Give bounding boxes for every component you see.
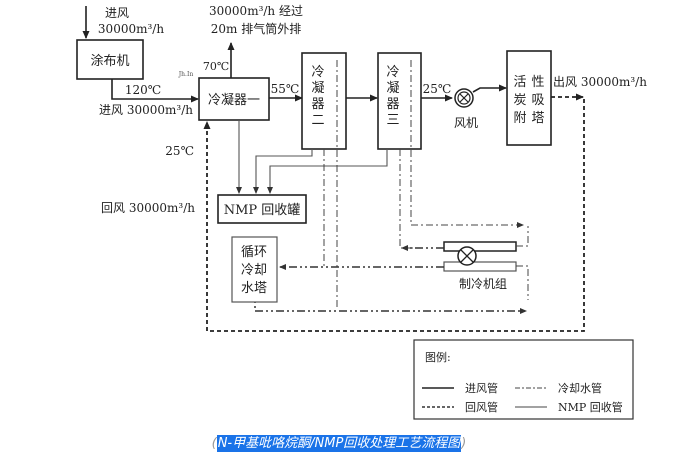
condenser3-char: 冷 [386,65,399,80]
inlet-top-label-1: 进风 [105,6,129,20]
chiller-supply-riser [516,226,529,247]
legend-label: 冷却水管 [558,381,602,395]
cooling-tower-line: 循环 [241,245,267,260]
temp-25-return-label: 25℃ [165,144,194,158]
chiller-label: 制冷机组 [459,277,507,291]
carbon-tower-char: 吸 [531,93,544,108]
figure-caption: (N-甲基吡咯烷酮/NMP回收处理工艺流程图) [0,432,678,452]
carbon-tower-char: 炭 [513,93,526,108]
coater-node: 涂布机 [76,39,144,80]
temp-55-label: 55℃ [271,82,300,96]
cooling-line-c3-b [410,60,524,228]
nmp-line-condenser2 [253,149,313,194]
condenser2-char: 凝 [311,80,324,96]
carbon-tower-char: 性 [531,75,544,90]
condenser2-char: 器 [311,97,324,112]
exhaust-label-2: 20m 排气筒外排 [211,21,301,36]
temp-70-label: 70℃ [203,60,229,73]
inlet-top-label-2: 30000m³/h [98,22,164,36]
condenser2-node: 冷 凝 器 二 [301,52,347,150]
condenser2-char: 二 [311,113,324,128]
tower-to-chiller-pipe [254,290,527,314]
caption-open-paren: ( [211,436,217,451]
coater-label: 涂布机 [90,53,129,69]
legend-label: NMP 回收管 [558,400,623,414]
legend-label: 回风管 [465,400,498,414]
legend-label: 进风管 [465,381,498,395]
condenser3-char: 凝 [386,80,399,96]
condenser3-node: 冷 凝 器 三 [377,52,422,150]
legend: 图例: 进风管 冷却水管 回风管 NMP 回收管 [413,339,634,420]
condenser2-char: 冷 [311,65,324,80]
carbon-tower-char: 活 [513,75,526,90]
carbon-tower-node: 活 性 炭 吸 附 塔 [506,50,552,146]
cooling-tower-line: 冷却 [241,263,267,278]
cooling-tower-node: 循环 冷却 水塔 [231,236,278,303]
carbon-tower-char: 塔 [531,111,544,126]
condenser1-label: 冷凝器一 [208,92,260,108]
carbon-tower-char: 附 [513,111,526,126]
nmp-tank-label: NMP 回收罐 [224,203,301,218]
outlet-label: 出风 30000m³/h [553,75,647,89]
return-air-pipe [203,99,585,332]
fan-icon [454,88,474,108]
chiller-node [443,241,517,272]
cooling-tower-line: 水塔 [241,281,267,296]
coater-to-condenser1-pipe [111,79,199,103]
nmp-line-condenser3 [267,149,388,194]
chiller-return-riser [516,265,529,300]
inlet-mid-label: 进风 30000m³/h [99,103,193,117]
condenser1-node: 冷凝器一 [198,77,270,121]
return-air-label: 回风 30000m³/h [101,201,195,215]
fan-label: 风机 [454,116,478,130]
condenser3-char: 三 [386,113,399,128]
exhaust-label-1: 30000m³/h 经过 [209,4,303,18]
caption-close-paren: ) [461,436,467,451]
legend-title: 图例: [425,350,451,364]
temp-25-fan-label: 25℃ [423,82,452,96]
nmp-tank-node: NMP 回收罐 [217,194,307,224]
cooling-line-c3-a [399,149,414,249]
condenser3-char: 器 [386,97,399,112]
temp-120-label: 120℃ [125,83,161,97]
caption-title[interactable]: N-甲基吡咯烷酮/NMP回收处理工艺流程图 [216,435,462,452]
fan-to-carbon-pipe [472,84,507,93]
small-mark: Jh.In [178,71,194,78]
